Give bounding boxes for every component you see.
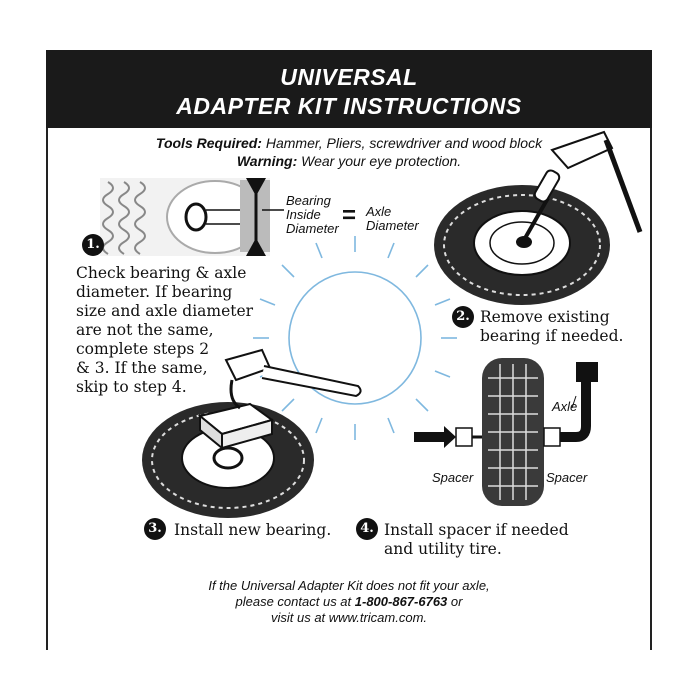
axle-label: Axle xyxy=(552,399,578,414)
tools-required-line: Tools Required: Hammer, Pliers, screwdri… xyxy=(46,135,652,151)
warning-label: Warning: xyxy=(236,153,298,169)
title-line-2: ADAPTER KIT INSTRUCTIONS xyxy=(176,93,522,119)
sun-illustration xyxy=(253,236,457,440)
step-3-text: Install new bearing. xyxy=(174,521,332,539)
step-2-badge: 2. xyxy=(452,306,474,328)
step-1-badge: 1. xyxy=(82,234,104,256)
tire-screwdriver-illustration xyxy=(434,130,643,305)
equals-sign: = xyxy=(342,202,357,229)
tools-text: Hammer, Pliers, screwdriver and wood blo… xyxy=(265,135,543,151)
title-line-1: UNIVERSAL xyxy=(280,64,418,90)
step-3-badge: 3. xyxy=(144,518,166,540)
warning-text: Wear your eye protection. xyxy=(301,153,462,169)
header-bar xyxy=(46,50,652,128)
footer-line-2: please contact us at 1-800-867-6763 or xyxy=(235,594,463,609)
warning-line: Warning: Wear your eye protection. xyxy=(46,153,652,169)
footer-line-3: visit us at www.tricam.com. xyxy=(270,610,428,625)
tire-section-illustration xyxy=(100,178,284,256)
footer-line-1: If the Universal Adapter Kit does not fi… xyxy=(208,578,490,593)
step-4-badge: 4. xyxy=(356,518,378,540)
phone-number: 1-800-867-6763 xyxy=(354,594,448,609)
tools-label: Tools Required: xyxy=(155,135,262,151)
spacer-right-label: Spacer xyxy=(546,470,588,485)
spacer-left-label: Spacer xyxy=(432,470,474,485)
tire-hammer-illustration xyxy=(142,348,362,518)
tire-front-illustration xyxy=(414,358,598,506)
